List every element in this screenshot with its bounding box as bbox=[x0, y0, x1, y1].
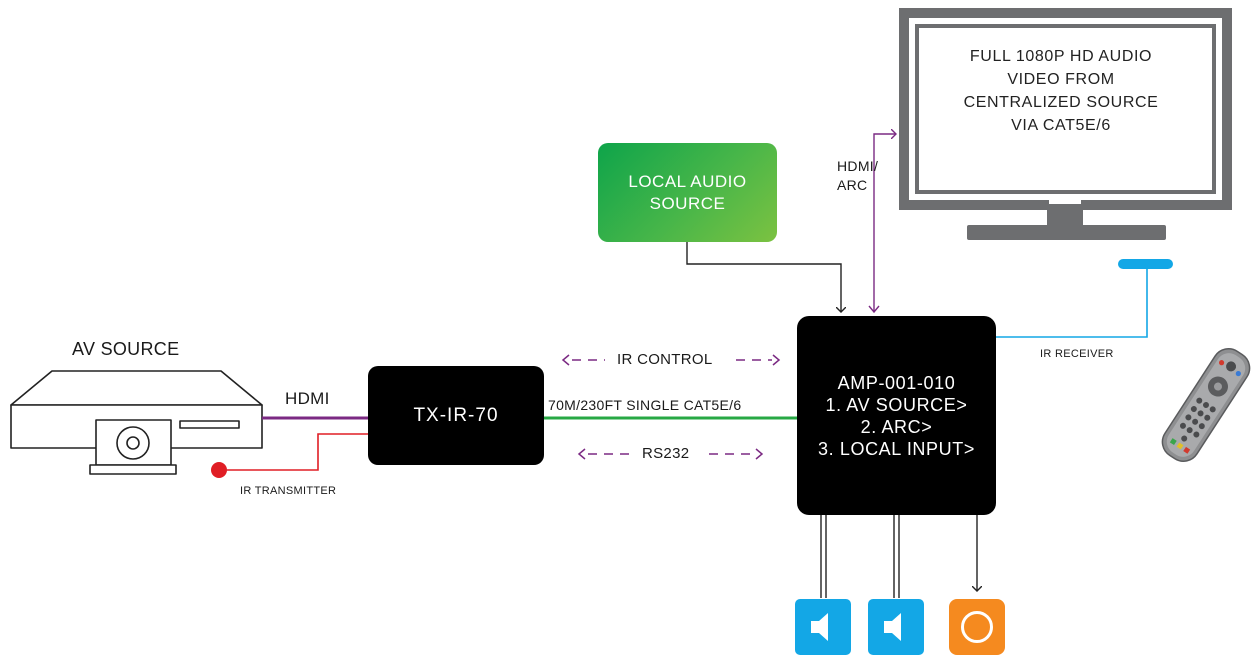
ir-transmitter-emitter-icon bbox=[211, 462, 227, 478]
local-audio-line1: LOCAL AUDIO bbox=[628, 171, 747, 191]
tv-icon bbox=[899, 8, 1232, 240]
amplifier-model: AMP-001-010 bbox=[837, 372, 956, 393]
ir-control-arrows bbox=[561, 354, 781, 366]
av-source-label: AV SOURCE bbox=[72, 339, 180, 359]
amplifier-input-2: 2. ARC> bbox=[860, 416, 933, 437]
ir-receiver-label: IR RECEIVER bbox=[1040, 348, 1114, 360]
amplifier-input-1: 1. AV SOURCE> bbox=[825, 394, 968, 415]
rs232-arrows bbox=[577, 448, 764, 460]
tv-screen-text: FULL 1080P HD AUDIO VIDEO FROM CENTRALIZ… bbox=[916, 45, 1206, 137]
amplifier-box: AMP-001-010 1. AV SOURCE> 2. ARC> 3. LOC… bbox=[797, 316, 996, 515]
transmitter-label: TX-IR-70 bbox=[413, 404, 499, 426]
remote-control-icon bbox=[1161, 348, 1251, 462]
hdmi-arc-label: HDMI/ ARC bbox=[837, 157, 878, 195]
subwoofer-ring bbox=[961, 611, 993, 643]
local-audio-source-box: LOCAL AUDIO SOURCE bbox=[598, 143, 777, 242]
speaker-icon bbox=[868, 599, 924, 655]
amp-output-cables bbox=[820, 515, 977, 598]
tv-line-1: FULL 1080P HD AUDIO bbox=[969, 48, 1153, 65]
ir-transmitter-cable bbox=[227, 433, 368, 471]
tv-line-3: CENTRALIZED SOURCE bbox=[963, 94, 1159, 111]
ir-control-label: IR CONTROL bbox=[617, 351, 713, 368]
hdmi-label: HDMI bbox=[285, 389, 330, 408]
amplifier-input-3: 3. LOCAL INPUT> bbox=[818, 438, 975, 459]
speaker-icon bbox=[795, 599, 851, 655]
ir-transmitter-label: IR TRANSMITTER bbox=[240, 485, 337, 497]
ir-receiver-cable bbox=[996, 269, 1148, 338]
cat-cable-label: 70M/230FT SINGLE CAT5E/6 bbox=[548, 397, 742, 413]
av-source-player-icon bbox=[10, 370, 263, 475]
tv-line-2: VIDEO FROM bbox=[1007, 71, 1115, 88]
hdmi-arc-cable bbox=[873, 134, 896, 312]
tv-line-4: VIA CAT5E/6 bbox=[1011, 117, 1111, 134]
local-audio-cable bbox=[686, 242, 841, 312]
ir-receiver-icon bbox=[1118, 259, 1173, 269]
hdmi-arc-line1: HDMI/ bbox=[837, 158, 879, 174]
hdmi-arc-line2: ARC bbox=[837, 177, 868, 193]
transmitter-box: TX-IR-70 bbox=[368, 366, 544, 465]
local-audio-line2: SOURCE bbox=[649, 193, 726, 213]
rs232-label: RS232 bbox=[642, 445, 690, 462]
